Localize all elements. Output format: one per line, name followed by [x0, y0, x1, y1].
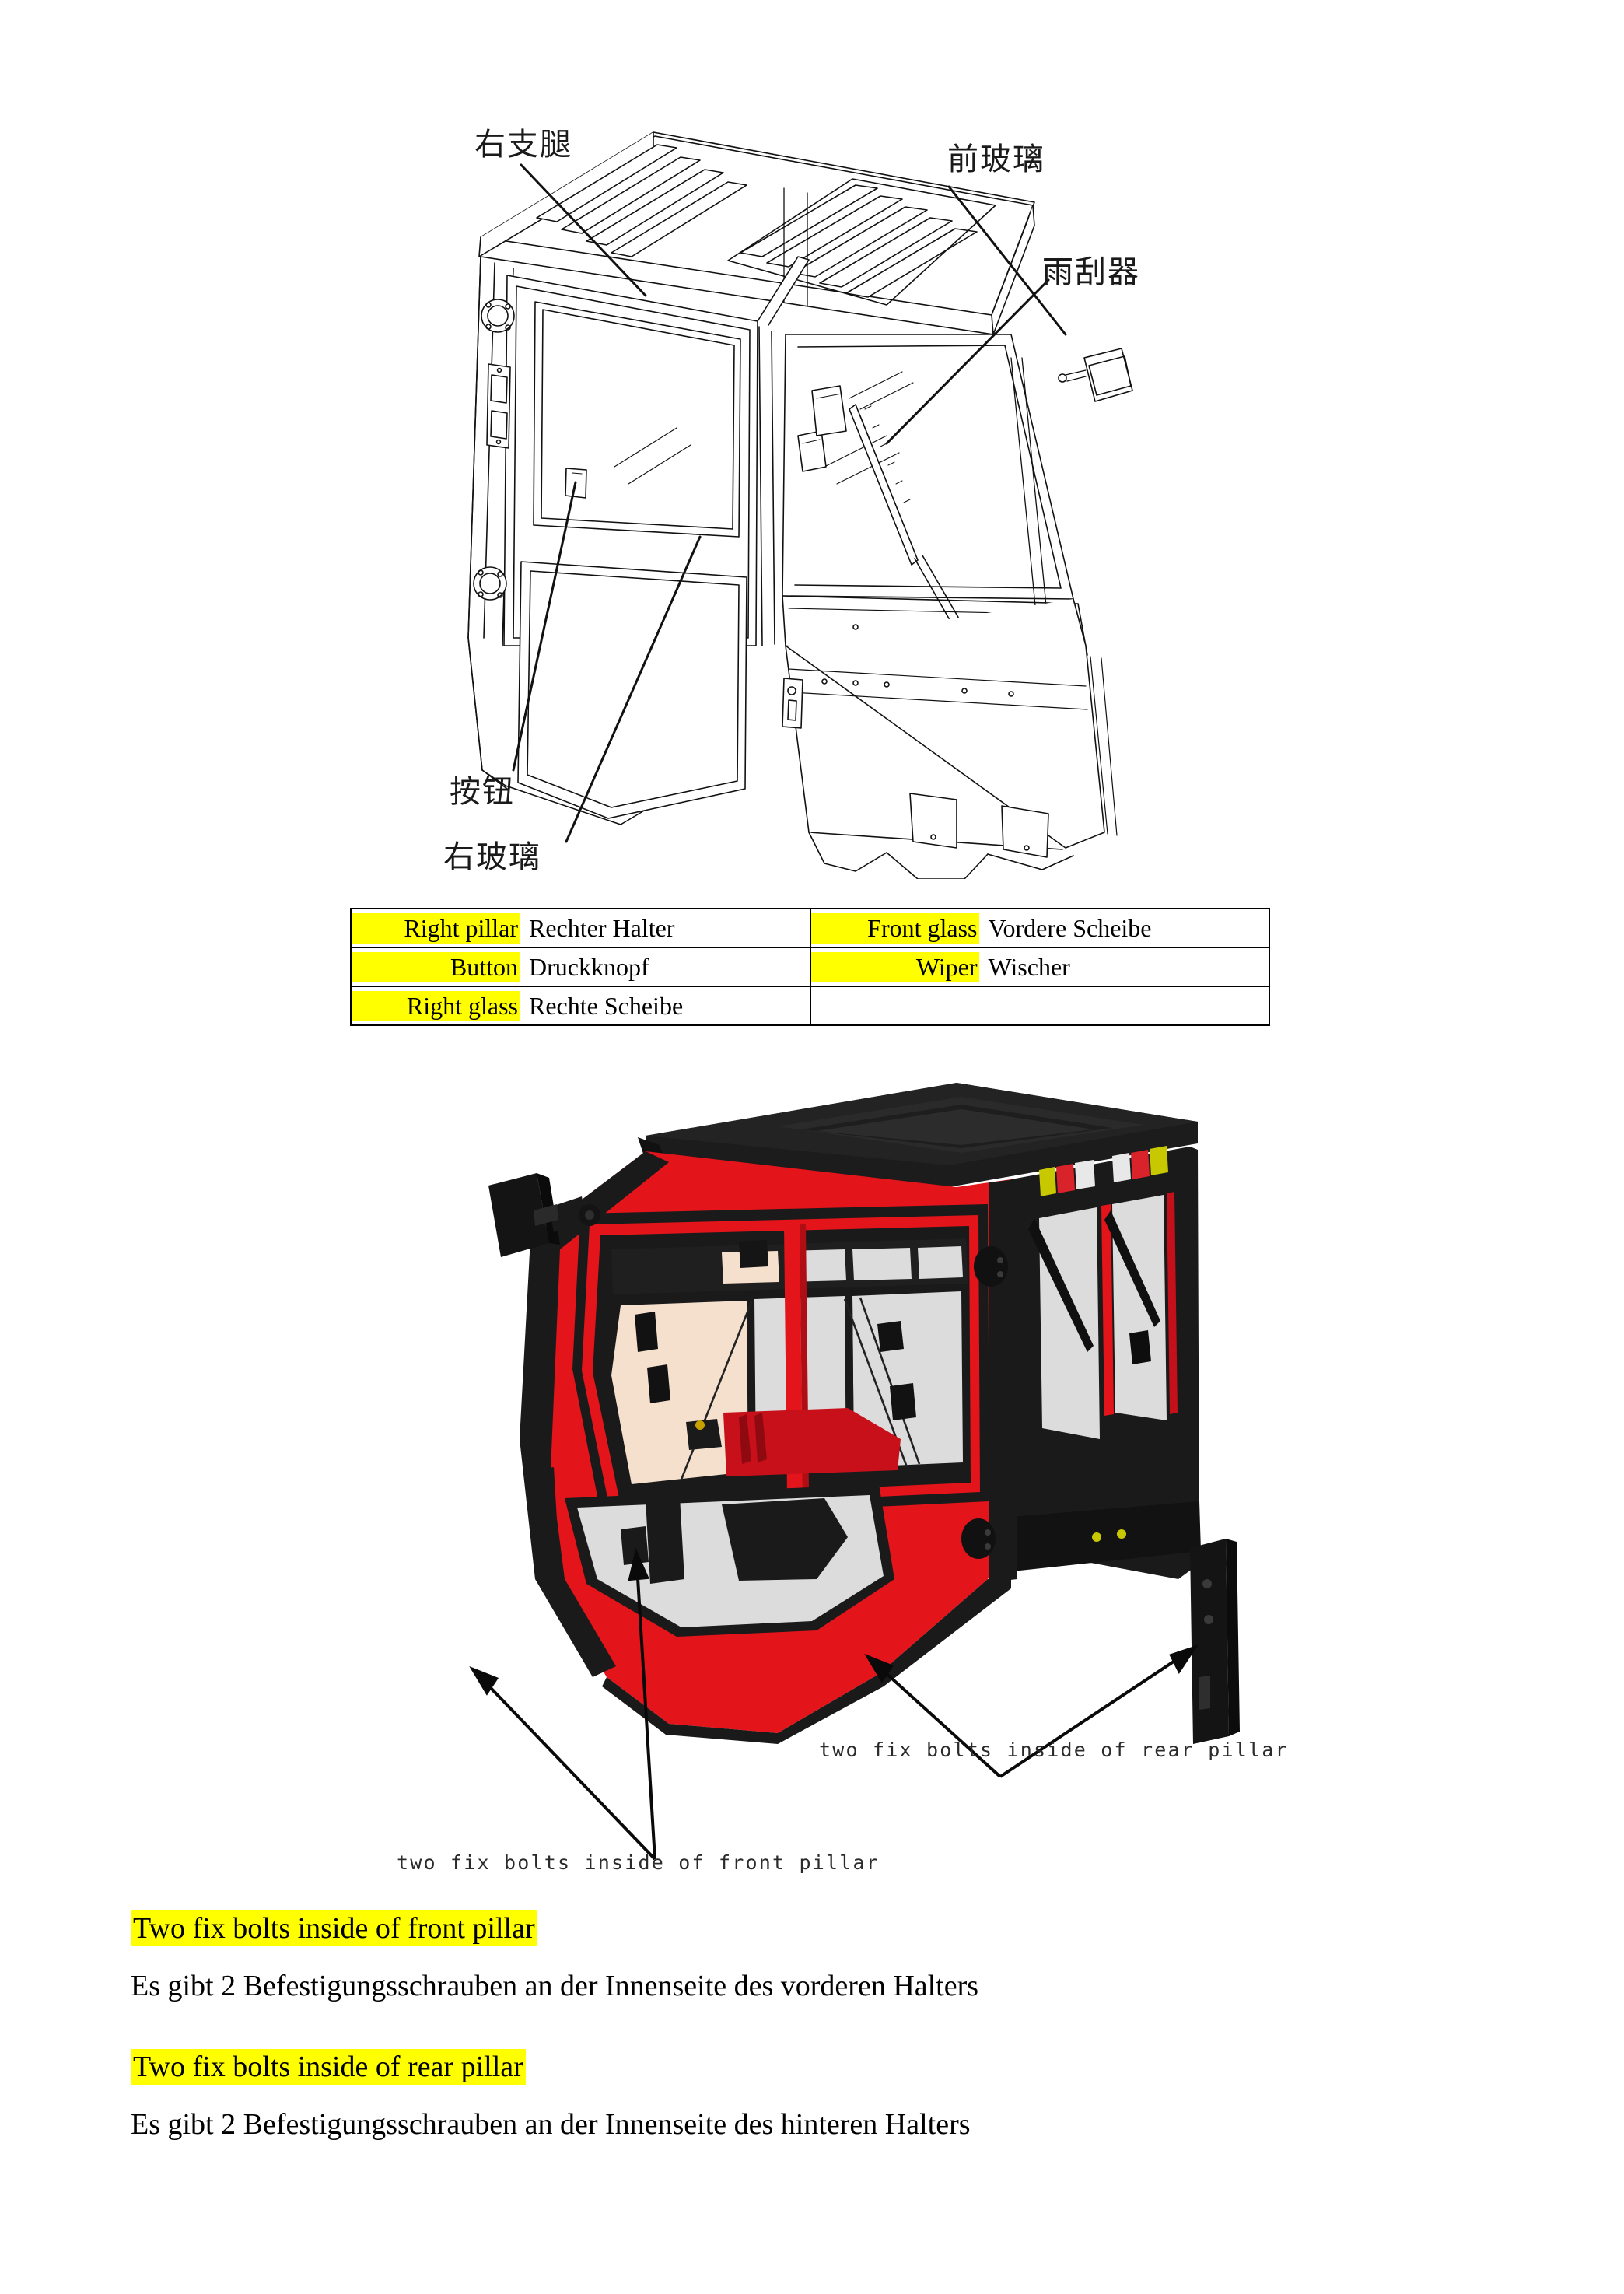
cab-line-drawing-figure — [420, 101, 1338, 879]
caption-front-pillar: two fix bolts inside of front pillar — [397, 1851, 880, 1874]
table-cell-front-glass: Front glass Vordere Scheibe — [809, 908, 1270, 948]
caption-rear-pillar: two fix bolts inside of rear pillar — [819, 1739, 1289, 1761]
side-mirror — [488, 1173, 600, 1257]
rear-frame — [1011, 1147, 1201, 1579]
term-english: Right glass — [352, 990, 520, 1021]
callout-label-right-pillar: 右支腿 — [474, 127, 572, 163]
cab-red-render-figure — [412, 1035, 1299, 1914]
door-hinges — [961, 1246, 1008, 1559]
term-english: Right pillar — [352, 912, 520, 944]
term-english: Wiper — [810, 951, 979, 982]
cab-line-drawing-svg — [467, 131, 1133, 879]
term-german: Druckknopf — [529, 952, 649, 981]
table-row: Right glass Rechte Scheibe — [350, 986, 1270, 1026]
heading-front-pillar: Two fix bolts inside of front pillar — [131, 1910, 1453, 1946]
translation-table: Right pillar Rechter Halter Front glass Vo… — [350, 908, 1270, 1026]
heading-highlight: Two fix bolts inside of rear pillar — [131, 2049, 526, 2085]
table-cell-right-glass: Right glass Rechte Scheibe — [350, 986, 811, 1026]
table-cell-wiper: Wiper Wischer — [809, 947, 1270, 987]
table-row: Right pillar Rechter Halter Front glass Vo… — [350, 908, 1270, 948]
rear-support-leg — [1190, 1539, 1240, 1744]
callout-label-right-glass: 右玻璃 — [443, 839, 541, 875]
term-english: Front glass — [810, 912, 979, 944]
callout-label-wiper: 雨刮器 — [1042, 254, 1140, 290]
term-german: Vordere Scheibe — [988, 913, 1152, 942]
text-block-rear-pillar: Two fix bolts inside of rear pillar Es g… — [131, 2049, 1453, 2142]
term-german: Wischer — [988, 952, 1070, 981]
callout-label-button: 按钮 — [450, 774, 515, 810]
cab-red-render-svg — [469, 1083, 1240, 1861]
german-line-rear-pillar: Es gibt 2 Befestigungsschrauben an der I… — [131, 2107, 971, 2141]
term-english: Button — [352, 951, 520, 982]
table-cell-button: Button Druckknopf — [350, 947, 811, 987]
german-line-front-pillar: Es gibt 2 Befestigungsschrauben an der I… — [131, 1969, 979, 2002]
heading-highlight: Two fix bolts inside of front pillar — [131, 1910, 537, 1946]
table-cell-empty — [809, 986, 1270, 1026]
table-row: Button Druckknopf Wiper Wischer — [350, 947, 1270, 987]
callout-arrows — [469, 1547, 1199, 1861]
door-lower-panel — [535, 1467, 894, 1637]
callout-label-front-glass: 前玻璃 — [947, 142, 1045, 177]
heading-rear-pillar: Two fix bolts inside of rear pillar — [131, 2049, 1453, 2085]
term-german: Rechter Halter — [529, 913, 675, 942]
text-block-front-pillar: Two fix bolts inside of front pillar Es … — [131, 1910, 1453, 2003]
interior-visible — [686, 1408, 901, 1476]
table-cell-right-pillar: Right pillar Rechter Halter — [350, 908, 811, 948]
term-german: Rechte Scheibe — [529, 991, 684, 1020]
marker-lights — [1039, 1146, 1168, 1196]
